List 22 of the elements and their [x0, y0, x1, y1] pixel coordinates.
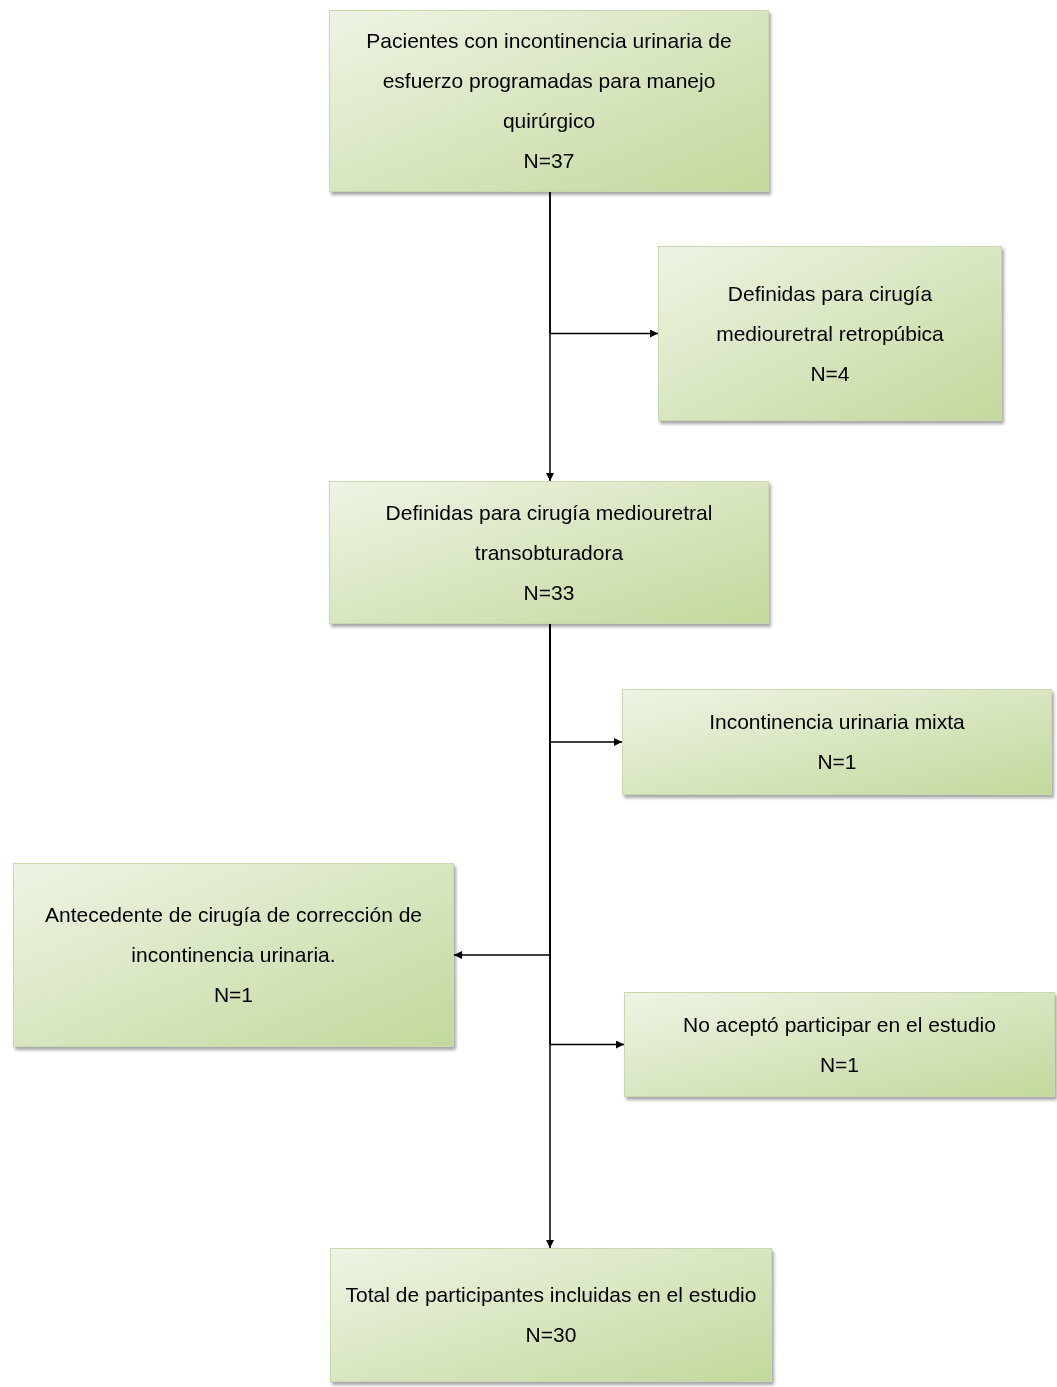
count-text: N=1 [213, 982, 254, 1008]
box-text: Antecedente de cirugía de corrección de incontinencia urinaria. [43, 902, 424, 968]
box-text: Incontinencia urinaria mixta [709, 709, 965, 735]
box-text: No aceptó participar en el estudio [683, 1011, 996, 1038]
process-box [329, 10, 769, 192]
process-box [13, 863, 454, 1047]
box-text: Definidas para cirugía mediouretral retropúbica [715, 280, 945, 347]
process-box [624, 992, 1055, 1097]
count-text: N=1 [817, 749, 857, 775]
count-text: N=1 [819, 1051, 860, 1078]
count-text: N=4 [810, 360, 850, 387]
count-text: N=30 [525, 1322, 577, 1348]
process-box [658, 246, 1002, 421]
arrow [549, 191, 659, 338]
count-text: N=37 [523, 148, 575, 174]
box-text: Pacientes con incontinencia urinaria de esfuerzo programadas para manejo quirúrgico [365, 28, 733, 134]
process-box [622, 689, 1052, 795]
box-text: Definidas para cirugía mediouretral transobturadora [384, 499, 714, 566]
process-box [330, 1248, 772, 1382]
box-text: Total de participantes incluidas en el estudio [345, 1282, 757, 1308]
process-box [329, 481, 769, 624]
count-text: N=33 [523, 579, 575, 606]
